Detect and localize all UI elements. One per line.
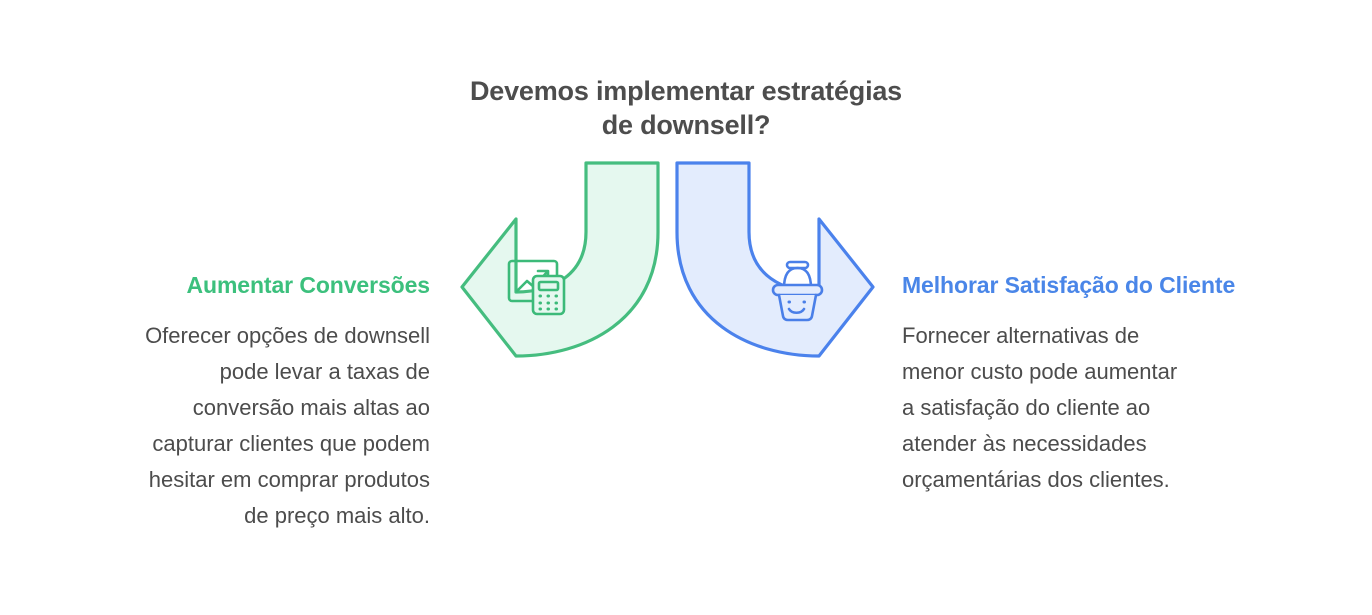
basket-handle-top [785, 260, 810, 270]
basket-rim [771, 283, 824, 297]
chart-frame [507, 259, 559, 303]
right-heading: Melhorar Satisfação do Cliente [902, 272, 1236, 298]
curved-arrow-right [675, 161, 875, 358]
right-body-text: Fornecer alternativas de menor custo pod… [902, 323, 1178, 492]
chart-trend-arrowhead [536, 269, 550, 283]
green-arrow-shape [460, 161, 660, 358]
left-benefit-block: Aumentar Conversões Oferecer opções de d… [30, 270, 430, 534]
calculator-keys [538, 294, 558, 311]
calculator-display [537, 280, 560, 292]
curved-arrow-left [460, 161, 660, 358]
left-body-text: Oferecer opções de downsell pode levar a… [145, 323, 430, 528]
page-title: Devemos implementar estratégias de downs… [470, 76, 902, 140]
right-benefit-block: Melhorar Satisfação do Cliente Fornecer … [902, 270, 1302, 498]
blue-arrow-shape [675, 161, 875, 358]
chart-calculator-icon [507, 259, 566, 316]
basket-handle [782, 266, 813, 290]
smiling-shopping-basket-icon [771, 260, 824, 322]
chart-trend-line [515, 270, 549, 293]
basket-smile [787, 307, 806, 315]
calculator-body [531, 274, 566, 316]
basket-body [777, 293, 818, 322]
left-heading: Aumentar Conversões [186, 272, 430, 298]
